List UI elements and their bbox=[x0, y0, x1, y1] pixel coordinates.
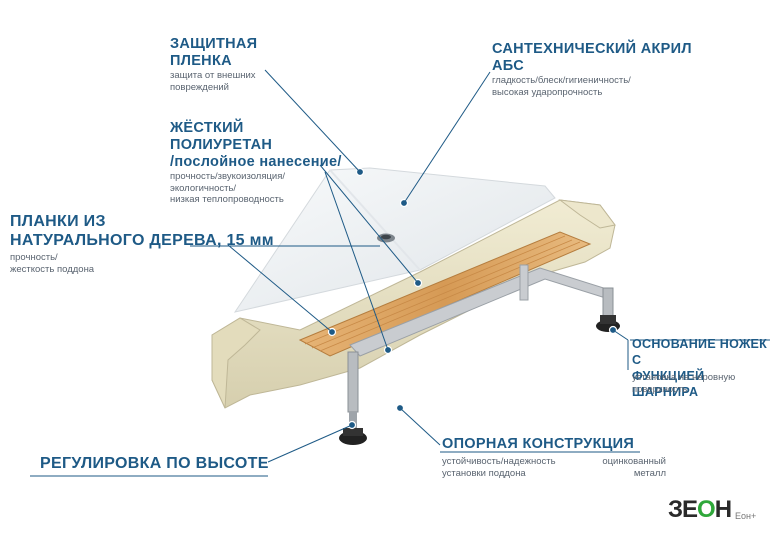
acryl-title: САНТЕХНИЧЕСКИЙ АКРИЛ АБС bbox=[492, 41, 692, 75]
acryl-desc: гладкость/блеск/гигиеничность/ высокая у… bbox=[492, 75, 631, 98]
pu-title-line1: ЖЁСТКИЙ bbox=[170, 120, 244, 136]
base-title-line1: ОСНОВАНИЕ НОЖЕК С bbox=[632, 337, 768, 367]
wood-desc-line2: жесткость поддона bbox=[10, 263, 95, 275]
wood-title: ПЛАНКИ ИЗ НАТУРАЛЬНОГО ДЕРЕВА, 15 мм bbox=[10, 212, 274, 250]
wood-desc-line1: прочность/ bbox=[10, 252, 58, 263]
pu-title-line2: ПОЛИУРЕТАН bbox=[170, 137, 273, 153]
support-desc-line3: оцинкованный bbox=[602, 456, 666, 467]
film-title: ЗАЩИТНАЯ ПЛЕНКА bbox=[170, 36, 257, 70]
pu-desc-line1: прочность/звукоизоляция/ bbox=[170, 171, 286, 182]
pu-desc: прочность/звукоизоляция/ экологичность/ … bbox=[170, 171, 285, 206]
leader-pu-1 bbox=[319, 164, 419, 284]
logo-part-a: ЗЕ bbox=[668, 496, 698, 523]
leader-height bbox=[267, 424, 353, 463]
leg-left bbox=[347, 351, 359, 413]
leader-base bbox=[612, 329, 629, 341]
base-desc-line2: поверхность bbox=[632, 383, 688, 395]
leader-acryl bbox=[403, 71, 491, 204]
acryl-desc-line1: гладкость/блеск/гигиеничность/ bbox=[492, 75, 631, 86]
film-desc-line2: повреждений bbox=[170, 81, 229, 93]
support-desc-line2: установки поддона bbox=[442, 467, 526, 479]
support-title-line1: ОПОРНАЯ КОНСТРУКЦИЯ bbox=[442, 436, 635, 452]
acryl-title-line1: САНТЕХНИЧЕСКИЙ АКРИЛ bbox=[492, 41, 692, 57]
leader-wood bbox=[227, 244, 333, 333]
pu-title-line3: /послойное нанесение/ bbox=[170, 154, 342, 170]
pu-desc-line2: экологичность/ bbox=[170, 182, 237, 194]
logo-part-o: О bbox=[697, 496, 716, 523]
leader-pu-2 bbox=[324, 171, 389, 351]
acryl-desc-line2: высокая ударопрочность bbox=[492, 86, 603, 98]
wood-desc: прочность/ жесткость поддона bbox=[10, 252, 94, 275]
wood-title-line1: ПЛАНКИ ИЗ bbox=[10, 213, 106, 230]
leader-support bbox=[399, 407, 441, 446]
support-desc: устойчивость/надежность установки поддон… bbox=[442, 456, 556, 479]
logo-suffix: Еон+ bbox=[735, 511, 757, 521]
acryl-title-line2: АБС bbox=[492, 58, 525, 74]
height-title: РЕГУЛИРОВКА ПО ВЫСОТЕ bbox=[40, 454, 269, 473]
support-desc-line4: металл bbox=[633, 467, 666, 479]
film-desc: защита от внешних повреждений bbox=[170, 70, 256, 93]
base-desc: установка на неровную поверхность bbox=[632, 372, 735, 395]
logo-part-b: Н bbox=[714, 496, 732, 523]
height-title-line1: РЕГУЛИРОВКА ПО ВЫСОТЕ bbox=[40, 455, 269, 472]
base-title-line2: ФУНКЦИЕЙ ШАРНИРА bbox=[632, 369, 705, 399]
support-title: ОПОРНАЯ КОНСТРУКЦИЯ bbox=[442, 436, 634, 453]
wood-title-line2: НАТУРАЛЬНОГО ДЕРЕВА, 15 мм bbox=[10, 232, 274, 249]
leg-right bbox=[602, 287, 614, 317]
support-material: оцинкованный металл bbox=[586, 456, 666, 479]
pu-title: ЖЁСТКИЙ ПОЛИУРЕТАН /послойное нанесение/ bbox=[170, 120, 342, 171]
base-desc-line1: установка на неровную bbox=[632, 372, 736, 383]
film-desc-line1: защита от внешних bbox=[170, 70, 256, 81]
brand-logo: ЗЕОН bbox=[668, 496, 732, 524]
support-desc-line1: устойчивость/надежность bbox=[442, 456, 556, 467]
leader-film bbox=[264, 69, 361, 173]
base-title: ОСНОВАНИЕ НОЖЕК С ФУНКЦИЕЙ ШАРНИРА bbox=[632, 336, 774, 400]
film-title-line2: ПЛЕНКА bbox=[170, 53, 232, 69]
film-title-line1: ЗАЩИТНАЯ bbox=[170, 36, 258, 52]
pu-desc-line3: низкая теплопроводность bbox=[170, 194, 284, 205]
